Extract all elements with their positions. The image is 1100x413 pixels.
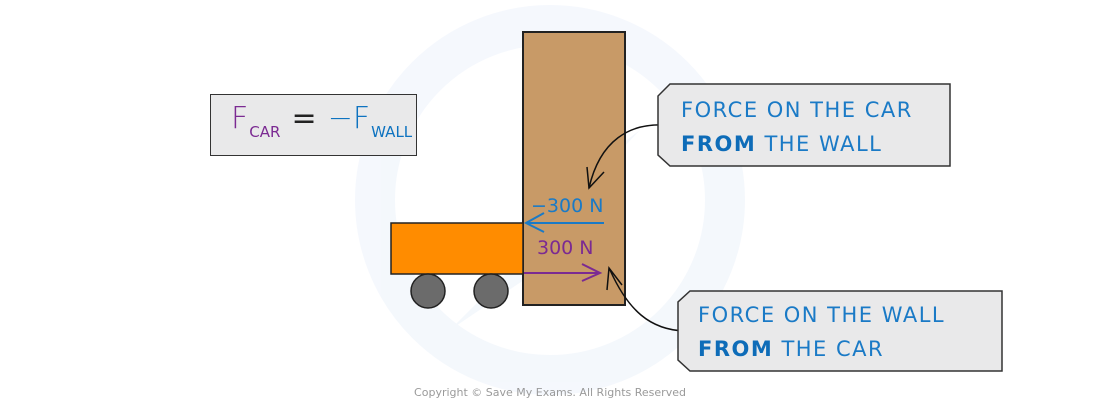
copyright-notice: Copyright © Save My Exams. All Rights Re… bbox=[414, 386, 686, 399]
bottom-label-line1: FORCE ON THE WALL bbox=[698, 303, 946, 327]
force-on-car-label: −300 N bbox=[531, 195, 604, 217]
bottom-label-bold: FROM bbox=[698, 337, 774, 361]
bottom-label-box bbox=[677, 290, 1003, 372]
bottom-label-rest: THE CAR bbox=[773, 337, 885, 361]
car bbox=[390, 222, 524, 309]
equation-rhs-subscript: WALL bbox=[371, 123, 413, 141]
equation: FCAR = −FWALL bbox=[231, 101, 412, 141]
top-label-bold: FROM bbox=[681, 132, 757, 156]
equation-lhs-symbol: F bbox=[231, 101, 249, 136]
equation-equals: = bbox=[291, 101, 317, 136]
bottom-label-text: FORCE ON THE WALL FROM THE CAR bbox=[698, 298, 945, 366]
top-label-text: FORCE ON THE CAR FROM THE WALL bbox=[681, 93, 913, 161]
equation-minus: − bbox=[327, 101, 353, 136]
top-label-line2: FROM THE WALL bbox=[681, 127, 913, 161]
equation-rhs-symbol: F bbox=[352, 101, 371, 136]
equation-box: FCAR = −FWALL bbox=[210, 94, 417, 156]
wall bbox=[522, 31, 626, 306]
car-wheel-front bbox=[410, 273, 446, 309]
equation-lhs-subscript: CAR bbox=[249, 123, 281, 141]
top-label-line1: FORCE ON THE CAR bbox=[681, 98, 913, 122]
force-on-wall-arrow bbox=[524, 263, 603, 282]
force-on-wall-label: 300 N bbox=[537, 237, 594, 259]
force-on-car-arrow bbox=[523, 212, 604, 233]
bottom-label-line2: FROM THE CAR bbox=[698, 332, 945, 366]
car-wheel-rear bbox=[473, 273, 509, 309]
top-label-box bbox=[657, 83, 951, 167]
top-label-rest: THE WALL bbox=[756, 132, 883, 156]
car-body bbox=[390, 222, 524, 275]
